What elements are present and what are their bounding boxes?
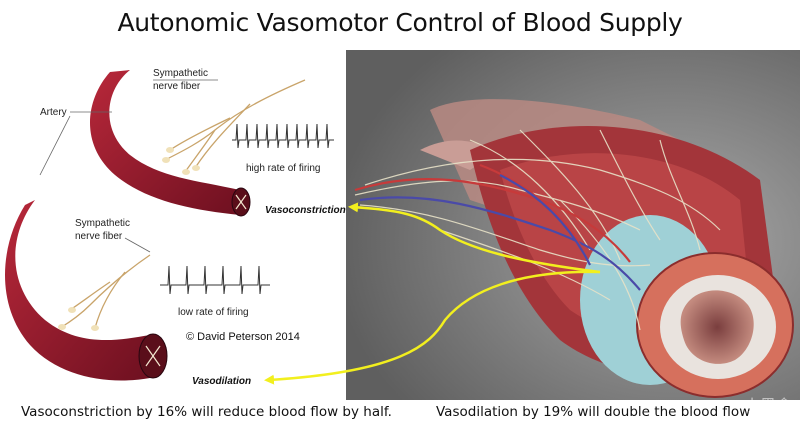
sympathetic-label-top: Sympathetic [153,68,208,79]
vessel-illustration [346,50,800,400]
caption: Vasoconstriction by 16% will reduce bloo… [0,404,800,426]
dilated-lumen-marks [145,345,161,367]
nerve-fiber-label-top: nerve fiber [153,81,201,92]
vasodilation-label: Vasodilation [192,376,251,387]
nerve-fiber-label-bottom: nerve fiber [75,231,123,242]
dilated-artery [5,200,168,381]
nerve-endings-bottom [58,307,99,331]
vessel-lumen [680,290,754,364]
caption-left: Vasoconstriction by 16% will reduce bloo… [21,404,392,420]
watermark: 小黑盒 [743,396,792,415]
artery-label: Artery [40,107,67,118]
vasa-vasorum [354,163,641,291]
nerve-fiber-bottom [59,254,151,329]
constricted-artery [90,70,306,217]
vasoconstriction-label: Vasoconstriction [265,205,346,216]
arrows [264,202,601,385]
low-rate-trace [160,265,270,295]
caption-right: Vasodilation by 19% will double the bloo… [436,404,751,420]
low-rate-label: low rate of firing [178,307,249,318]
constricted-lumen-marks [235,194,247,210]
nerve-endings-top [162,147,200,175]
artery-body-top [90,70,240,215]
vasodilation-arrow [264,270,601,385]
artery-body-bottom [5,200,150,381]
nerve-fiber-top [164,79,306,173]
high-rate-label: high rate of firing [246,163,321,174]
copyright-label: © David Peterson 2014 [186,331,300,343]
page-title: Autonomic Vasomotor Control of Blood Sup… [117,8,683,37]
high-rate-trace [232,123,334,149]
leader-lines [39,79,218,253]
sympathetic-label-bottom: Sympathetic [75,218,130,229]
vasoconstriction-arrow [348,202,601,274]
